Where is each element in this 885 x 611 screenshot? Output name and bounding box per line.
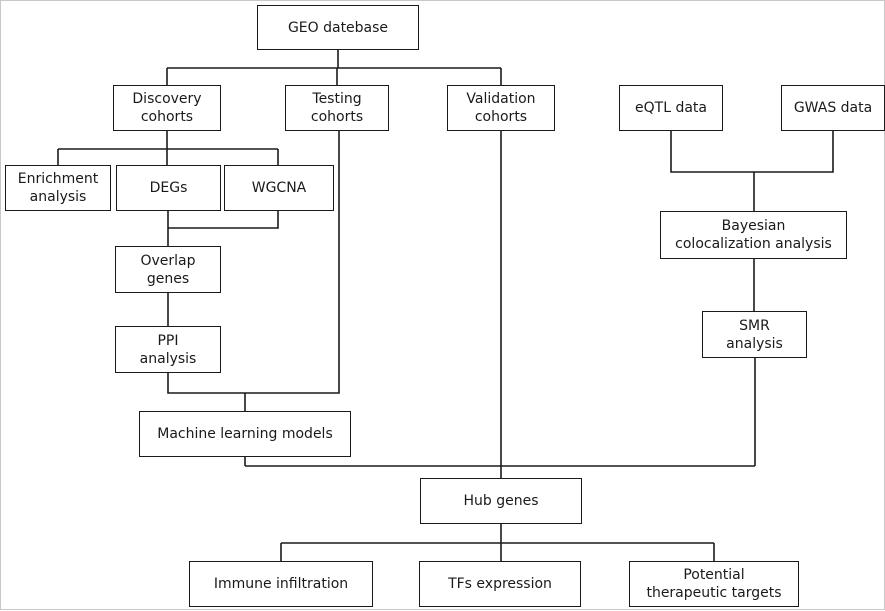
node-testing-cohorts-label: Testing cohorts	[310, 91, 364, 125]
connector-gwas-down	[754, 131, 834, 173]
node-wgcna: WGCNA	[224, 165, 334, 211]
node-discovery-cohorts: Discovery cohorts	[113, 85, 221, 131]
node-enrichment-analysis-label: Enrichment analysis	[17, 171, 99, 205]
node-ppi-analysis-label: PPI analysis	[139, 332, 197, 367]
node-hub-genes-label: Hub genes	[463, 493, 539, 509]
node-eqtl-data-label: eQTL data	[635, 100, 707, 116]
node-degs-label: DEGs	[149, 180, 188, 196]
node-gwas-data-label: GWAS data	[793, 100, 873, 116]
node-bayesian-colocalization: Bayesian colocalization analysis	[660, 211, 847, 259]
node-overlap-genes: Overlap genes	[115, 246, 221, 293]
node-validation-cohorts-label: Validation cohorts	[466, 91, 536, 125]
node-bayesian-colocalization-label: Bayesian colocalization analysis	[675, 218, 832, 252]
node-smr-analysis: SMR analysis	[702, 311, 807, 358]
node-machine-learning-models-label: Machine learning models	[157, 426, 333, 442]
node-discovery-cohorts-label: Discovery cohorts	[132, 91, 202, 125]
node-potential-therapeutic-targets: Potential therapeutic targets	[629, 561, 799, 607]
node-validation-cohorts: Validation cohorts	[447, 85, 555, 131]
node-machine-learning-models: Machine learning models	[139, 411, 351, 457]
node-enrichment-analysis: Enrichment analysis	[5, 165, 111, 211]
node-smr-analysis-label: SMR analysis	[726, 317, 783, 352]
node-geo-database: GEO datebase	[257, 5, 419, 50]
node-degs: DEGs	[116, 165, 221, 211]
node-potential-therapeutic-targets-label: Potential therapeutic targets	[646, 567, 782, 601]
node-hub-genes: Hub genes	[420, 478, 582, 524]
connector-testing-down	[245, 131, 340, 394]
connector-ppi-down	[167, 373, 245, 394]
node-tfs-expression-label: TFs expression	[448, 576, 552, 592]
node-immune-infiltration-label: Immune infiltration	[213, 576, 349, 592]
connector-eqtl-down	[670, 131, 754, 173]
node-overlap-genes-label: Overlap genes	[140, 252, 196, 287]
node-testing-cohorts: Testing cohorts	[285, 85, 389, 131]
node-wgcna-label: WGCNA	[251, 180, 307, 196]
node-geo-database-label: GEO datebase	[287, 19, 389, 36]
node-tfs-expression: TFs expression	[419, 561, 581, 607]
connector-wgcna-merge	[168, 211, 279, 229]
node-ppi-analysis: PPI analysis	[115, 326, 221, 373]
node-immune-infiltration: Immune infiltration	[189, 561, 373, 607]
node-eqtl-data: eQTL data	[619, 85, 723, 131]
node-gwas-data: GWAS data	[781, 85, 885, 131]
